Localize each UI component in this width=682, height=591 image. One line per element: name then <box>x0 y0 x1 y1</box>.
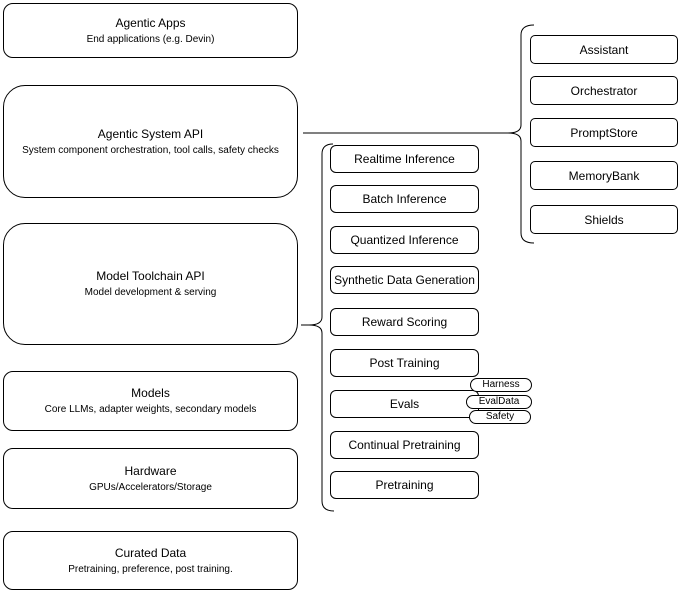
system-component-orchestrator: Orchestrator <box>530 76 678 105</box>
node-model-toolchain-api: Model Toolchain API Model development & … <box>3 223 298 345</box>
toolchain-item-synthetic-data-generation: Synthetic Data Generation <box>330 266 479 294</box>
toolchain-item-pretraining: Pretraining <box>330 471 479 499</box>
node-title: Models <box>131 386 170 400</box>
node-title: Hardware <box>124 463 177 478</box>
node-agentic-system-api: Agentic System API System component orch… <box>3 85 298 198</box>
node-hardware: Hardware GPUs/Accelerators/Storage <box>3 448 298 509</box>
toolchain-item-continual-pretraining: Continual Pretraining <box>330 431 479 459</box>
toolchain-item-realtime-inference: Realtime Inference <box>330 145 479 173</box>
node-models: Models Core LLMs, adapter weights, secon… <box>3 371 298 431</box>
node-title: Agentic Apps <box>115 15 186 30</box>
eval-badge-harness: Harness <box>470 378 532 392</box>
system-component-assistant: Assistant <box>530 35 678 64</box>
toolchain-item-batch-inference: Batch Inference <box>330 185 479 213</box>
node-subtitle: System component orchestration, tool cal… <box>22 144 279 156</box>
node-title: Agentic System API <box>97 126 204 141</box>
node-subtitle: Pretraining, preference, post training. <box>68 563 233 575</box>
node-title: Curated Data <box>114 545 187 560</box>
toolchain-item-evals: Evals <box>330 390 479 418</box>
toolchain-item-quantized-inference: Quantized Inference <box>330 226 479 254</box>
node-agentic-apps: Agentic Apps End applications (e.g. Devi… <box>3 3 298 58</box>
system-component-shields: Shields <box>530 205 678 234</box>
toolchain-item-reward-scoring: Reward Scoring <box>330 308 479 336</box>
node-subtitle: Core LLMs, adapter weights, secondary mo… <box>44 404 257 415</box>
eval-badge-evaldata: EvalData <box>466 395 532 409</box>
eval-badge-safety: Safety <box>469 410 531 424</box>
node-subtitle: GPUs/Accelerators/Storage <box>89 481 212 493</box>
system-component-memorybank: MemoryBank <box>530 161 678 190</box>
node-subtitle: Model development & serving <box>84 287 217 298</box>
node-title: Model Toolchain API <box>96 269 205 283</box>
system-component-promptstore: PromptStore <box>530 118 678 147</box>
toolchain-item-post-training: Post Training <box>330 349 479 377</box>
node-subtitle: End applications (e.g. Devin) <box>86 33 215 45</box>
node-curated-data: Curated Data Pretraining, preference, po… <box>3 531 298 590</box>
